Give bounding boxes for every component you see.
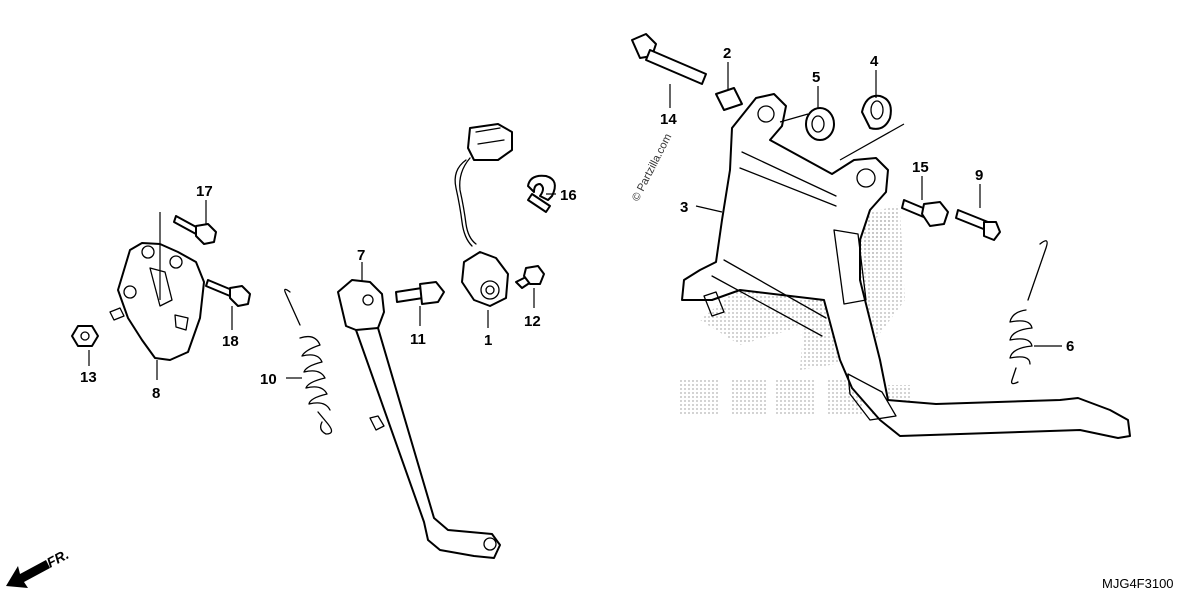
callout-4: 4 [870, 53, 879, 70]
front-direction-indicator: FR. [6, 546, 71, 588]
part-7-side-stand [337, 279, 501, 559]
part-2-collar [715, 87, 743, 111]
callout-6: 6 [1066, 338, 1074, 355]
part-11-bolt [395, 281, 445, 305]
callout-labels: 1 2 3 4 5 6 7 8 9 10 11 12 13 14 15 16 1… [80, 45, 1074, 402]
callout-17: 17 [196, 183, 213, 200]
part-12-bolt [515, 265, 545, 289]
callout-8: 8 [152, 385, 160, 402]
callout-10: 10 [260, 371, 277, 388]
part-5-bushing [805, 107, 835, 141]
callout-12: 12 [524, 313, 541, 330]
callout-7: 7 [357, 247, 365, 264]
front-arrow-icon [6, 560, 50, 588]
callout-13: 13 [80, 369, 97, 386]
part-17-bolt [173, 215, 217, 245]
part-6-spring [1009, 240, 1048, 385]
callout-16: 16 [560, 187, 577, 204]
callout-2: 2 [723, 45, 731, 62]
part-3-main-stand [681, 93, 1131, 439]
part-9-bolt [955, 209, 1001, 241]
callout-5: 5 [812, 69, 820, 86]
callout-1: 1 [484, 332, 492, 349]
watermark-text: © Partzilla.com [630, 132, 674, 203]
callout-18: 18 [222, 333, 239, 350]
callout-9: 9 [975, 167, 983, 184]
diagram-part-code: MJG4F3100 [1102, 576, 1174, 591]
callout-11: 11 [410, 331, 426, 348]
part-15-bolt [901, 199, 949, 227]
callout-14: 14 [660, 111, 677, 128]
leader-lines [88, 62, 1062, 380]
callout-3: 3 [680, 199, 688, 216]
part-1-side-stand-switch [454, 123, 513, 307]
part-4-bushing [861, 94, 892, 130]
part-14-bolt [631, 33, 707, 85]
part-8-bracket [109, 242, 205, 361]
part-13-nut [71, 325, 99, 347]
part-18-bolt [205, 279, 251, 307]
callout-15: 15 [912, 159, 929, 176]
part-10-spring [284, 288, 333, 435]
